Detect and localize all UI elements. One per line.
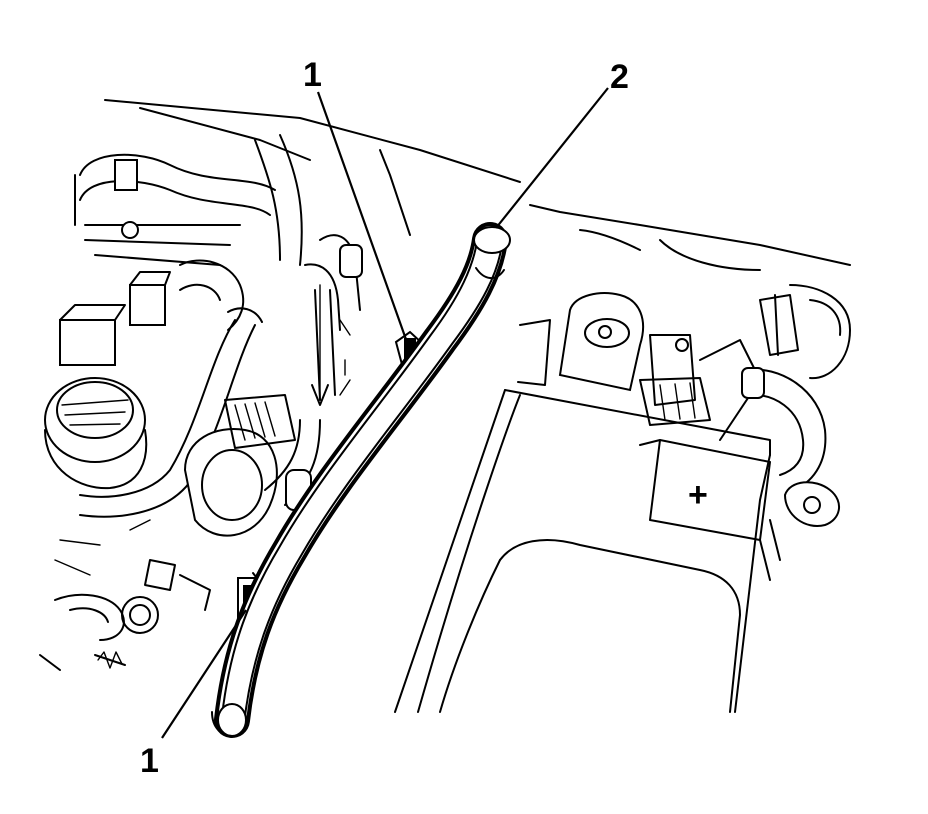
hose-item-2 <box>211 222 511 738</box>
right-components <box>529 204 851 581</box>
callout-1-top: 1 <box>303 56 322 94</box>
leader-line-callout-2 <box>495 87 609 229</box>
callout-labels: 1 2 1 <box>140 56 629 780</box>
positive-terminal-symbol: + <box>688 476 708 514</box>
leader-line-callout-1-bottom <box>161 609 247 739</box>
callout-1-bottom: 1 <box>140 742 159 780</box>
callout-2: 2 <box>610 58 629 96</box>
battery: + <box>394 292 771 713</box>
leader-line-callout-1-top <box>316 91 410 346</box>
leader-lines <box>161 87 609 739</box>
